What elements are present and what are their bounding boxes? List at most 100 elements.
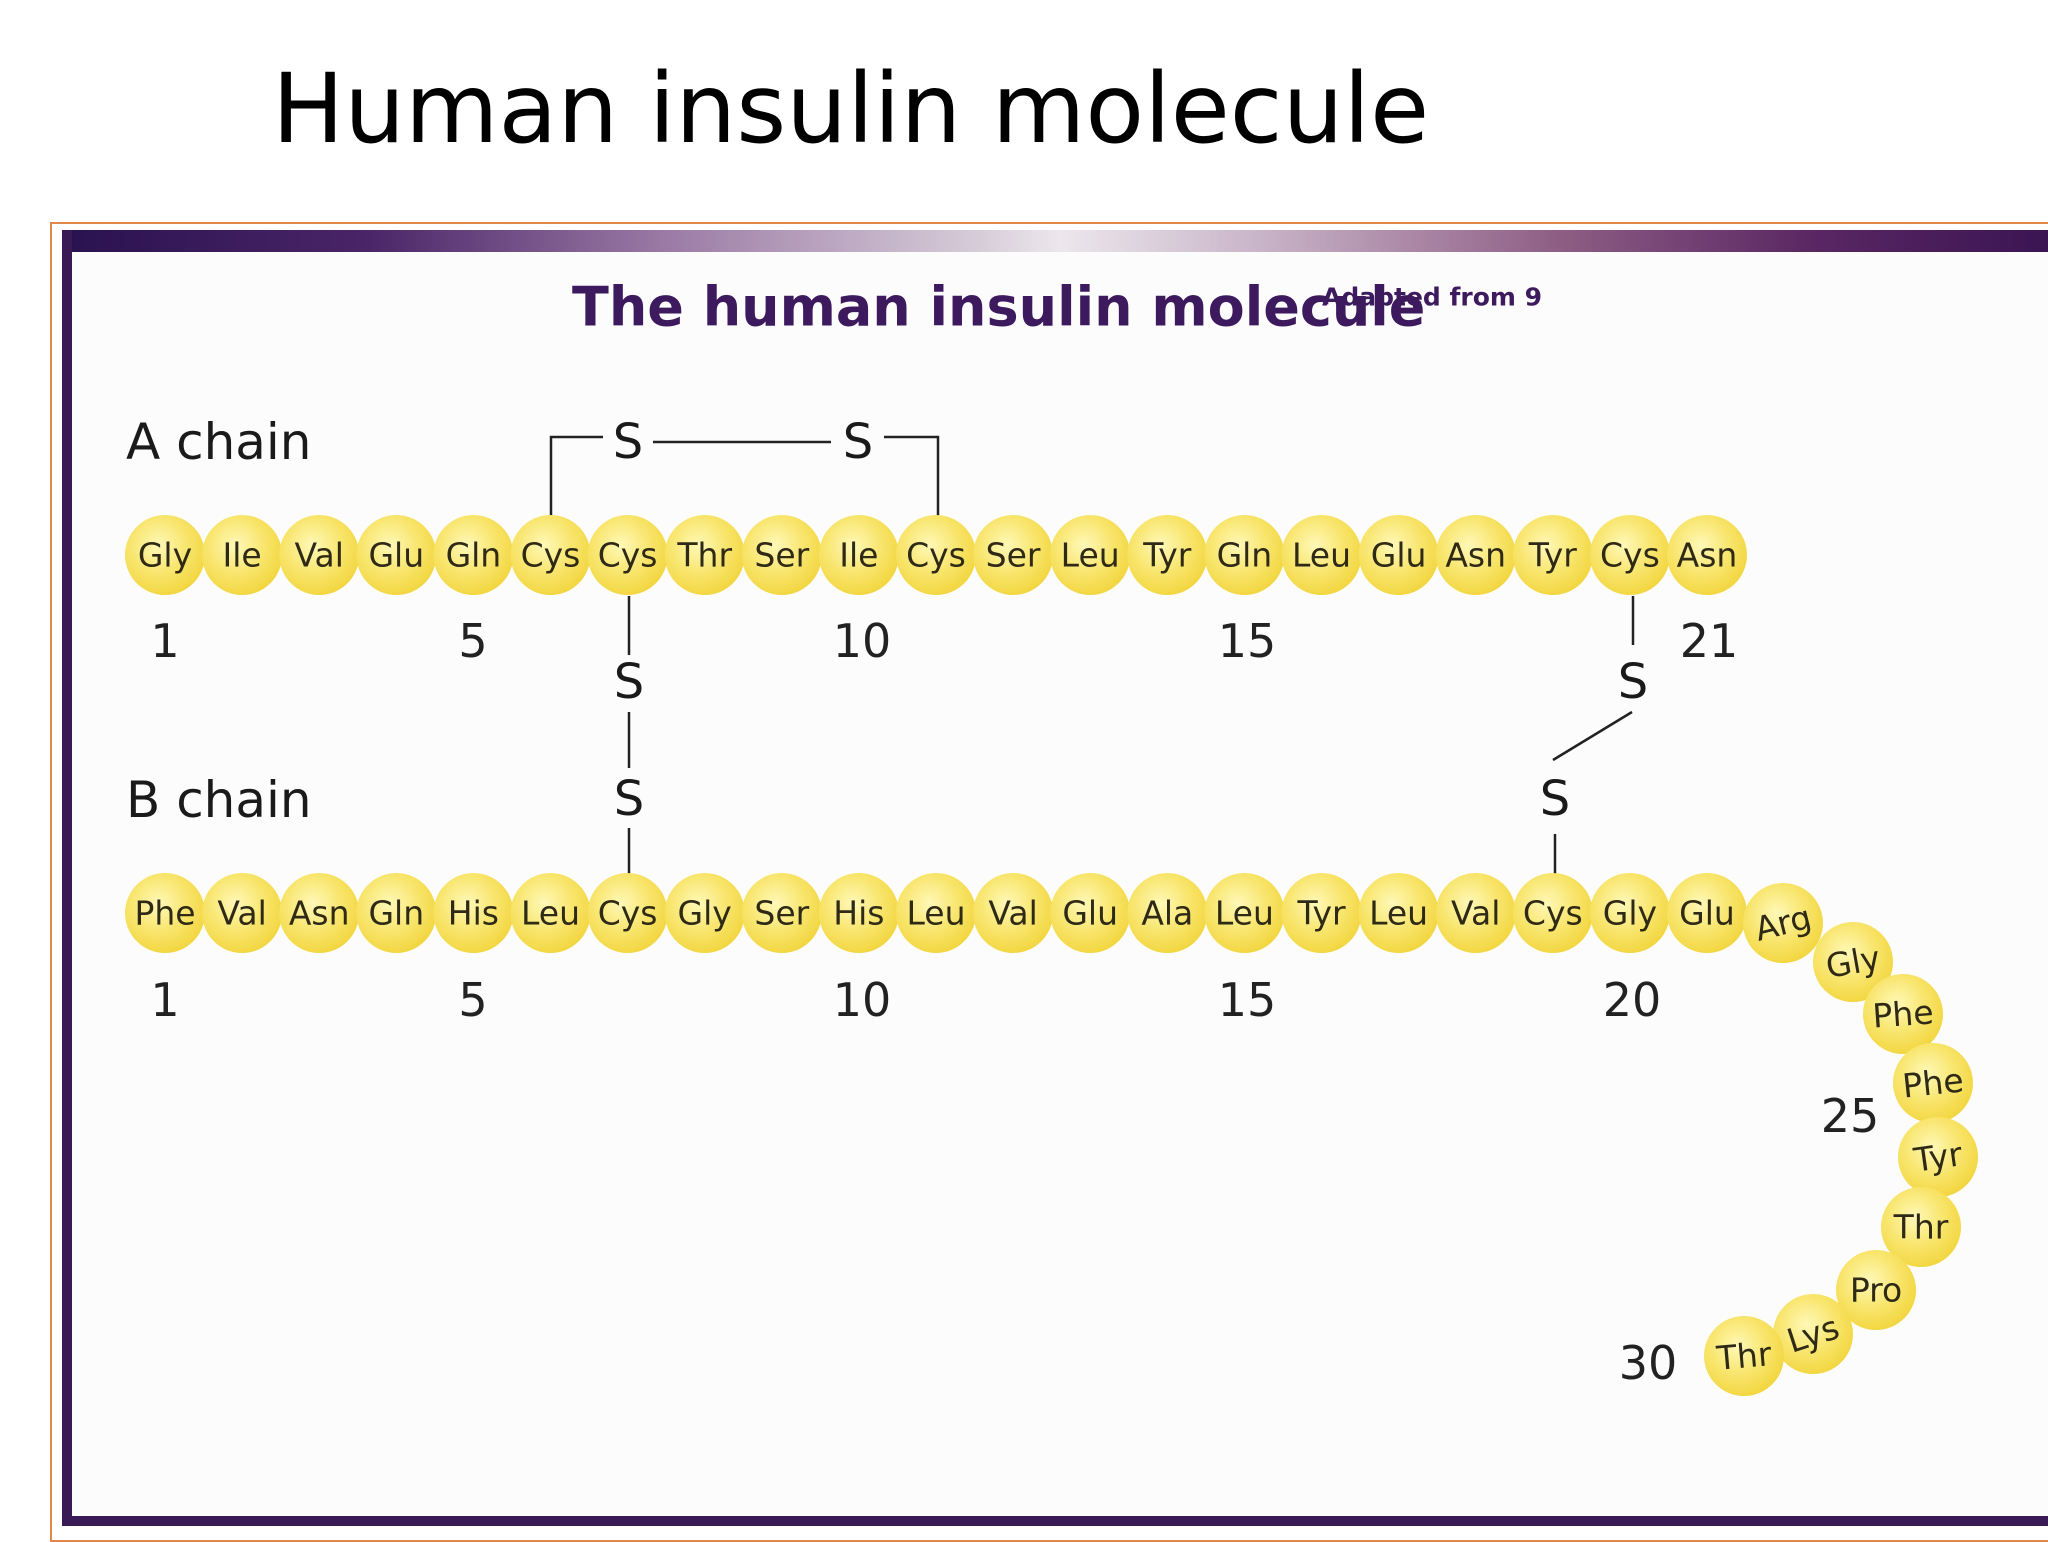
a-chain-bead-2 — [202, 515, 283, 595]
b-chain-residue-26: Tyr — [1898, 1117, 1978, 1197]
a-chain-bead-5 — [433, 515, 514, 595]
b-chain-residue-label-28: Pro — [1850, 1271, 1902, 1310]
b-chain-residue-label-20: Gly — [1603, 894, 1657, 933]
b-chain-bead-3 — [279, 873, 360, 953]
figure-top-band — [72, 230, 2048, 252]
bond-a6-a11-left-line — [549, 435, 603, 522]
b-chain-residue-label-10: His — [833, 894, 884, 933]
b-chain-bead-29 — [1773, 1294, 1853, 1374]
b-chain-residue-12: Val — [973, 873, 1054, 953]
a-chain-position-1: 1 — [150, 614, 179, 668]
b-chain-residue-28: Pro — [1836, 1250, 1916, 1330]
b-chain-bead-16 — [1281, 873, 1362, 953]
b-chain-bead-1 — [125, 873, 205, 953]
b-chain-residue-17: Leu — [1358, 873, 1439, 953]
a-chain-bead-14 — [1127, 515, 1208, 595]
b-chain-residue-1: Phe — [125, 873, 205, 953]
b-chain-bead-30 — [1704, 1316, 1784, 1396]
a-chain-residue-7: Cys — [587, 515, 668, 595]
a-chain-bead-1 — [125, 515, 205, 595]
a-chain-residue-label-1: Gly — [138, 536, 192, 575]
a-chain-bead-17 — [1358, 515, 1439, 595]
a-chain-residue-label-9: Ser — [754, 536, 809, 575]
b-chain-bead-23 — [1813, 922, 1893, 1002]
b-chain-residue-30: Thr — [1704, 1316, 1784, 1396]
a-chain-bead-12 — [973, 515, 1054, 595]
b-chain-residue-label-15: Leu — [1215, 894, 1274, 933]
b-chain-residue-label-12: Val — [988, 894, 1037, 933]
a-chain-residue-label-20: Cys — [1600, 536, 1660, 575]
b-chain-bead-27 — [1881, 1187, 1961, 1267]
b-chain-residue-label-16: Tyr — [1296, 894, 1346, 933]
a-chain-residue-13: Leu — [1050, 515, 1131, 595]
a-chain-bead-18 — [1435, 515, 1516, 595]
a-chain-residue-14: Tyr — [1127, 515, 1208, 595]
a-chain-bead-20 — [1589, 515, 1670, 595]
a-chain-residue-4: Glu — [356, 515, 437, 595]
a-chain-bead-6 — [510, 515, 591, 595]
b-chain-bead-22 — [1743, 883, 1823, 963]
a-chain-residue-label-4: Glu — [368, 536, 424, 575]
a-chain-bead-7 — [587, 515, 668, 595]
slide-title: Human insulin molecule — [272, 53, 1430, 165]
a-chain-residue-10: Ile — [818, 515, 899, 595]
a-chain-residue-2: Ile — [202, 515, 283, 595]
a-chain-residue-label-3: Val — [294, 536, 343, 575]
b-chain-residue-8: Gly — [664, 873, 745, 953]
b-chain-residue-25: Phe — [1893, 1043, 1973, 1123]
a-chain-residue-label-10: Ile — [839, 536, 878, 575]
b-chain-bead-11 — [896, 873, 976, 953]
a-chain-bead-19 — [1512, 515, 1593, 595]
b-chain-residue-29: Lys — [1773, 1294, 1853, 1374]
b-chain-residue-label-7: Cys — [598, 894, 658, 933]
b-chain-bead-18 — [1435, 873, 1516, 953]
a-chain-residue-label-21: Asn — [1677, 536, 1738, 575]
b-chain-residue-21: Glu — [1667, 873, 1747, 953]
a-chain-position-10: 10 — [833, 614, 892, 668]
a-chain-position-5: 5 — [458, 614, 487, 668]
a-chain-residue-21: Asn — [1667, 515, 1747, 595]
a-chain-residue-label-5: Gln — [446, 536, 502, 575]
b-chain-residue-label-4: Gln — [368, 894, 424, 933]
b-chain-residue-13: Glu — [1050, 873, 1131, 953]
a-chain-residue-6: Cys — [510, 515, 591, 595]
a-chain-residue-8: Thr — [664, 515, 745, 595]
b-chain-bead-6 — [510, 873, 591, 953]
b-chain-position-1: 1 — [150, 973, 179, 1027]
b-chain-residue-label-26: Tyr — [1910, 1134, 1964, 1180]
sulfur-a6: S — [613, 414, 643, 470]
b-chain-residue-3: Asn — [279, 873, 360, 953]
a-chain-residue-label-7: Cys — [598, 536, 658, 575]
b-chain-residue-20: Gly — [1589, 873, 1670, 953]
b-chain-residue-label-11: Leu — [906, 894, 965, 933]
b-chain-residue-label-2: Val — [217, 894, 266, 933]
a-chain-residue-18: Asn — [1435, 515, 1516, 595]
b-chain-residue-label-13: Glu — [1062, 894, 1118, 933]
a-chain-bead-4 — [356, 515, 437, 595]
b-chain-label: B chain — [126, 771, 312, 829]
b-chain-position-30: 30 — [1619, 1336, 1678, 1390]
b-chain-bead-7 — [587, 873, 668, 953]
b-chain-residue-15: Leu — [1204, 873, 1285, 953]
b-chain-residue-label-1: Phe — [134, 894, 195, 933]
a-chain-residue-11: Cys — [896, 515, 976, 595]
b-chain-residue-label-18: Val — [1451, 894, 1500, 933]
b-chain-residue-10: His — [818, 873, 899, 953]
a-chain-residue-label-12: Ser — [986, 536, 1041, 575]
b-chain-residue-19: Cys — [1512, 873, 1593, 953]
b-chain-position-5: 5 — [458, 973, 487, 1027]
a-chain-residue-15: Gln — [1204, 515, 1285, 595]
b-chain-residue-6: Leu — [510, 873, 591, 953]
a-chain-bead-9 — [741, 515, 822, 595]
a-chain-position-15: 15 — [1218, 614, 1277, 668]
b-chain-residue-label-5: His — [448, 894, 499, 933]
sulfur-b19: S — [1540, 771, 1570, 827]
b-chain-residue-14: Ala — [1127, 873, 1208, 953]
b-chain-position-20: 20 — [1603, 973, 1662, 1027]
b-chain-bead-25 — [1893, 1043, 1973, 1123]
b-chain-bead-17 — [1358, 873, 1439, 953]
b-chain-residue-22: Arg — [1743, 883, 1823, 963]
